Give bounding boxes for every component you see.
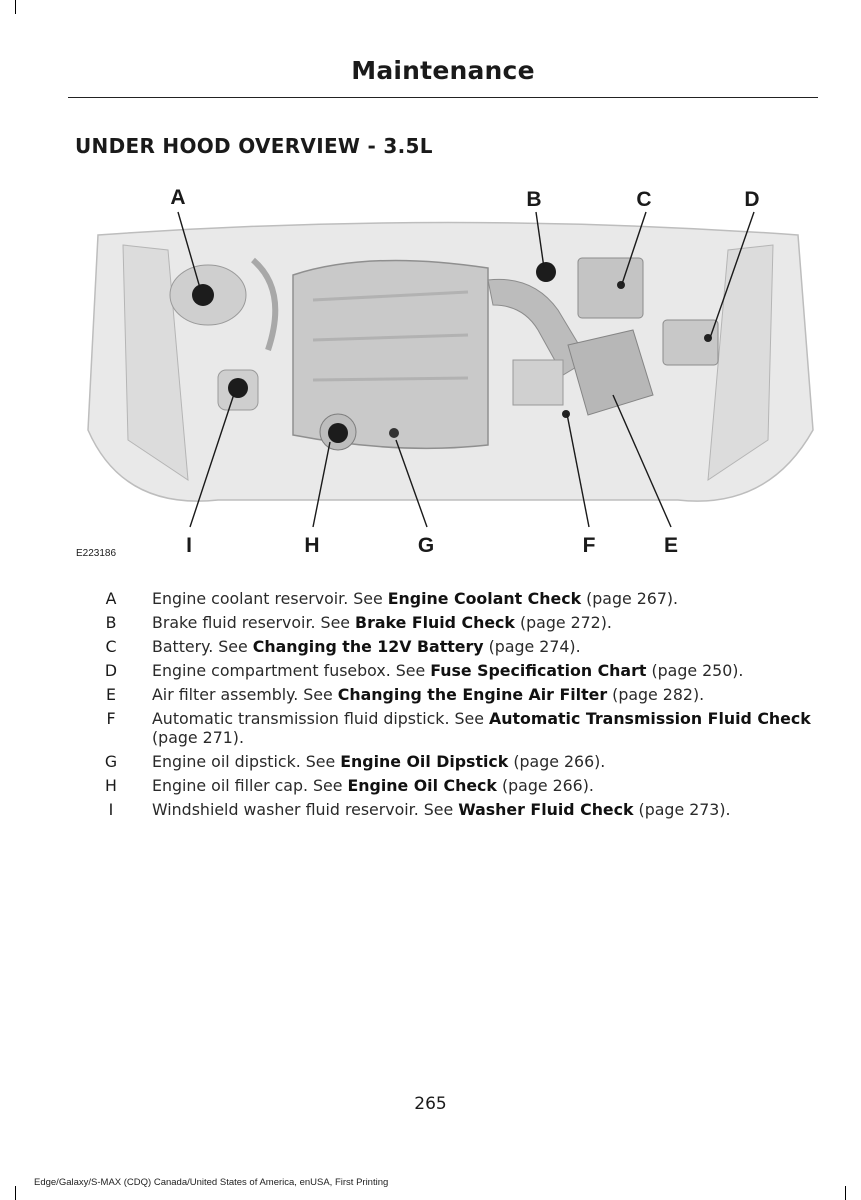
figure-code: E223186 <box>76 548 117 559</box>
footer-publication-info: Edge/Galaxy/S-MAX (CDQ) Canada/United St… <box>34 1177 389 1188</box>
legend-item: B Brake fluid reservoir. See Brake Fluid… <box>92 613 812 633</box>
legend-key: I <box>108 799 114 819</box>
legend-description: Battery. See Changing the 12V Battery (p… <box>152 637 581 656</box>
cross-reference-link[interactable]: Washer Fluid Check <box>458 799 634 819</box>
legend-description: Brake fluid reservoir. See Brake Fluid C… <box>152 613 612 632</box>
legend-item: F Automatic transmission fluid dipstick.… <box>92 709 812 747</box>
legend-key: E <box>106 685 116 704</box>
engine-bay-figure: A B C D E F G H I E223186 <box>68 180 828 570</box>
legend-key: H <box>105 775 117 795</box>
cross-reference-link[interactable]: Engine Oil Check <box>347 775 497 795</box>
legend-key: A <box>105 589 117 608</box>
page-number: 265 <box>414 1094 447 1114</box>
header-divider <box>68 97 818 98</box>
callout-label-c: C <box>636 188 652 211</box>
legend-description: Automatic transmission fluid dipstick. S… <box>152 709 811 747</box>
legend-description: Windshield washer fluid reservoir. See W… <box>152 799 731 819</box>
legend-item: H Engine oil filler cap. See Engine Oil … <box>92 775 812 796</box>
callout-label-f: F <box>582 534 596 557</box>
legend-key: B <box>105 613 117 632</box>
legend-description: Engine compartment fusebox. See Fuse Spe… <box>152 661 744 680</box>
legend-item: I Windshield washer fluid reservoir. See… <box>92 799 812 820</box>
callout-label-e: E <box>663 534 678 557</box>
callout-label-d: D <box>744 188 760 211</box>
callout-label-i: I <box>186 534 192 557</box>
callout-label-h: H <box>304 534 320 557</box>
legend-list: A Engine coolant reservoir. See Engine C… <box>92 589 812 825</box>
legend-key: D <box>104 661 118 680</box>
cross-reference-link[interactable]: Engine Oil Dipstick <box>340 751 509 771</box>
legend-item: C Battery. See Changing the 12V Battery … <box>92 637 812 657</box>
legend-description: Engine oil dipstick. See Engine Oil Dips… <box>152 751 606 771</box>
cross-reference-link[interactable]: Automatic Transmission Fluid Check <box>489 709 811 728</box>
legend-key: F <box>106 709 116 728</box>
page-header-title: Maintenance <box>351 56 535 85</box>
legend-description: Engine coolant reservoir. See Engine Coo… <box>152 589 679 608</box>
cross-reference-link[interactable]: Changing the 12V Battery <box>252 637 484 656</box>
legend-item: D Engine compartment fusebox. See Fuse S… <box>92 661 812 681</box>
legend-key: G <box>104 751 118 771</box>
legend-item: G Engine oil dipstick. See Engine Oil Di… <box>92 751 812 772</box>
callout-label-a: A <box>170 186 186 209</box>
section-title: UNDER HOOD OVERVIEW - 3.5L <box>75 134 433 158</box>
crop-mark-top-left <box>15 0 16 14</box>
legend-item: E Air filter assembly. See Changing the … <box>92 685 812 705</box>
cross-reference-link[interactable]: Changing the Engine Air Filter <box>337 685 608 704</box>
crop-mark-bottom-left <box>15 1186 16 1200</box>
legend-description: Engine oil filler cap. See Engine Oil Ch… <box>152 775 594 795</box>
legend-key: C <box>105 637 117 656</box>
cross-reference-link[interactable]: Engine Coolant Check <box>387 589 582 608</box>
cross-reference-link[interactable]: Brake Fluid Check <box>355 613 515 632</box>
legend-description: Air filter assembly. See Changing the En… <box>152 685 705 704</box>
callout-label-g: G <box>417 534 435 557</box>
engine-bay-illustration <box>87 211 814 528</box>
legend-item: A Engine coolant reservoir. See Engine C… <box>92 589 812 609</box>
callout-label-b: B <box>526 188 542 211</box>
cross-reference-link[interactable]: Fuse Specification Chart <box>430 661 647 680</box>
crop-mark-bottom-right <box>845 1186 846 1200</box>
